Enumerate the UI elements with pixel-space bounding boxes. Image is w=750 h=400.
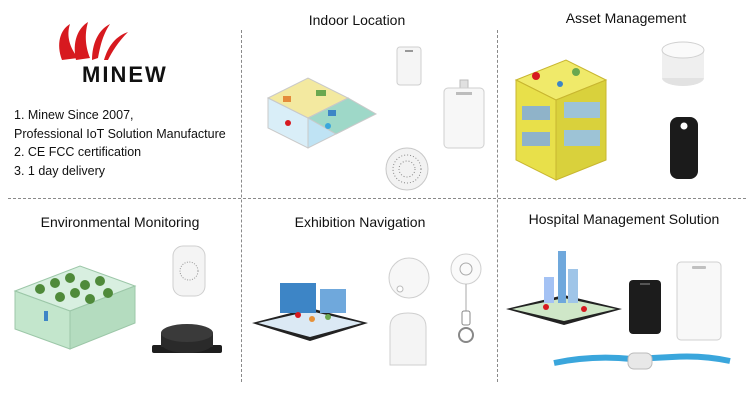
feature-line: 3. 1 day delivery xyxy=(14,163,106,178)
card-beacon-device xyxy=(389,312,427,366)
puck-beacon-device xyxy=(661,41,705,86)
hospital-management-panel: Hospital Management Solution xyxy=(498,199,750,400)
divider-horizontal xyxy=(8,198,746,199)
section-title-asset-management: Asset Management xyxy=(565,10,687,26)
white-id-card-beacon-device xyxy=(676,261,722,341)
section-title-environmental-monitoring: Environmental Monitoring xyxy=(40,214,200,230)
wall-mount-beacon-device xyxy=(443,79,485,149)
divider-vertical-right xyxy=(497,30,498,382)
indoor-location-panel: Indoor Location xyxy=(242,0,497,198)
beacon-tag-device xyxy=(396,46,422,86)
brand-panel: MINEW 1. Minew Since 2007, Professional … xyxy=(0,0,241,198)
exhibition-navigation-panel: Exhibition Navigation xyxy=(242,199,497,400)
lanyard-badge-beacon-device xyxy=(450,253,482,343)
indoor-floorplan-illustration xyxy=(266,77,378,149)
divider-vertical-left xyxy=(241,30,242,382)
black-industrial-sensor-device xyxy=(152,324,222,353)
round-speaker-beacon-device xyxy=(385,147,429,191)
sensor-beacon-device xyxy=(172,245,206,297)
section-title-hospital-management: Hospital Management Solution xyxy=(528,211,720,227)
black-card-tag-device xyxy=(629,280,661,334)
city-tablet-illustration xyxy=(506,251,622,325)
minew-logo-mark xyxy=(59,22,128,60)
round-badge-beacon-device xyxy=(388,257,430,299)
feature-line: Professional IoT Solution Manufacture xyxy=(14,126,226,141)
minew-logo: MINEW xyxy=(52,22,192,87)
wristband-beacon-device xyxy=(553,352,731,370)
brand-name: MINEW xyxy=(82,62,168,87)
asset-management-panel: Asset Management xyxy=(498,0,750,198)
black-keyfob-tag-device xyxy=(670,117,698,179)
environmental-monitoring-panel: Environmental Monitoring xyxy=(0,199,241,400)
section-title-indoor-location: Indoor Location xyxy=(308,12,406,28)
feature-list: 1. Minew Since 2007, Professional IoT So… xyxy=(14,106,226,180)
asset-building-illustration xyxy=(514,59,608,181)
feature-line: 2. CE FCC certification xyxy=(14,145,142,159)
feature-line: 1. Minew Since 2007, xyxy=(14,108,134,122)
exhibition-tablet-illustration xyxy=(252,283,368,341)
section-title-exhibition-navigation: Exhibition Navigation xyxy=(294,214,426,230)
greenhouse-illustration xyxy=(13,265,137,350)
